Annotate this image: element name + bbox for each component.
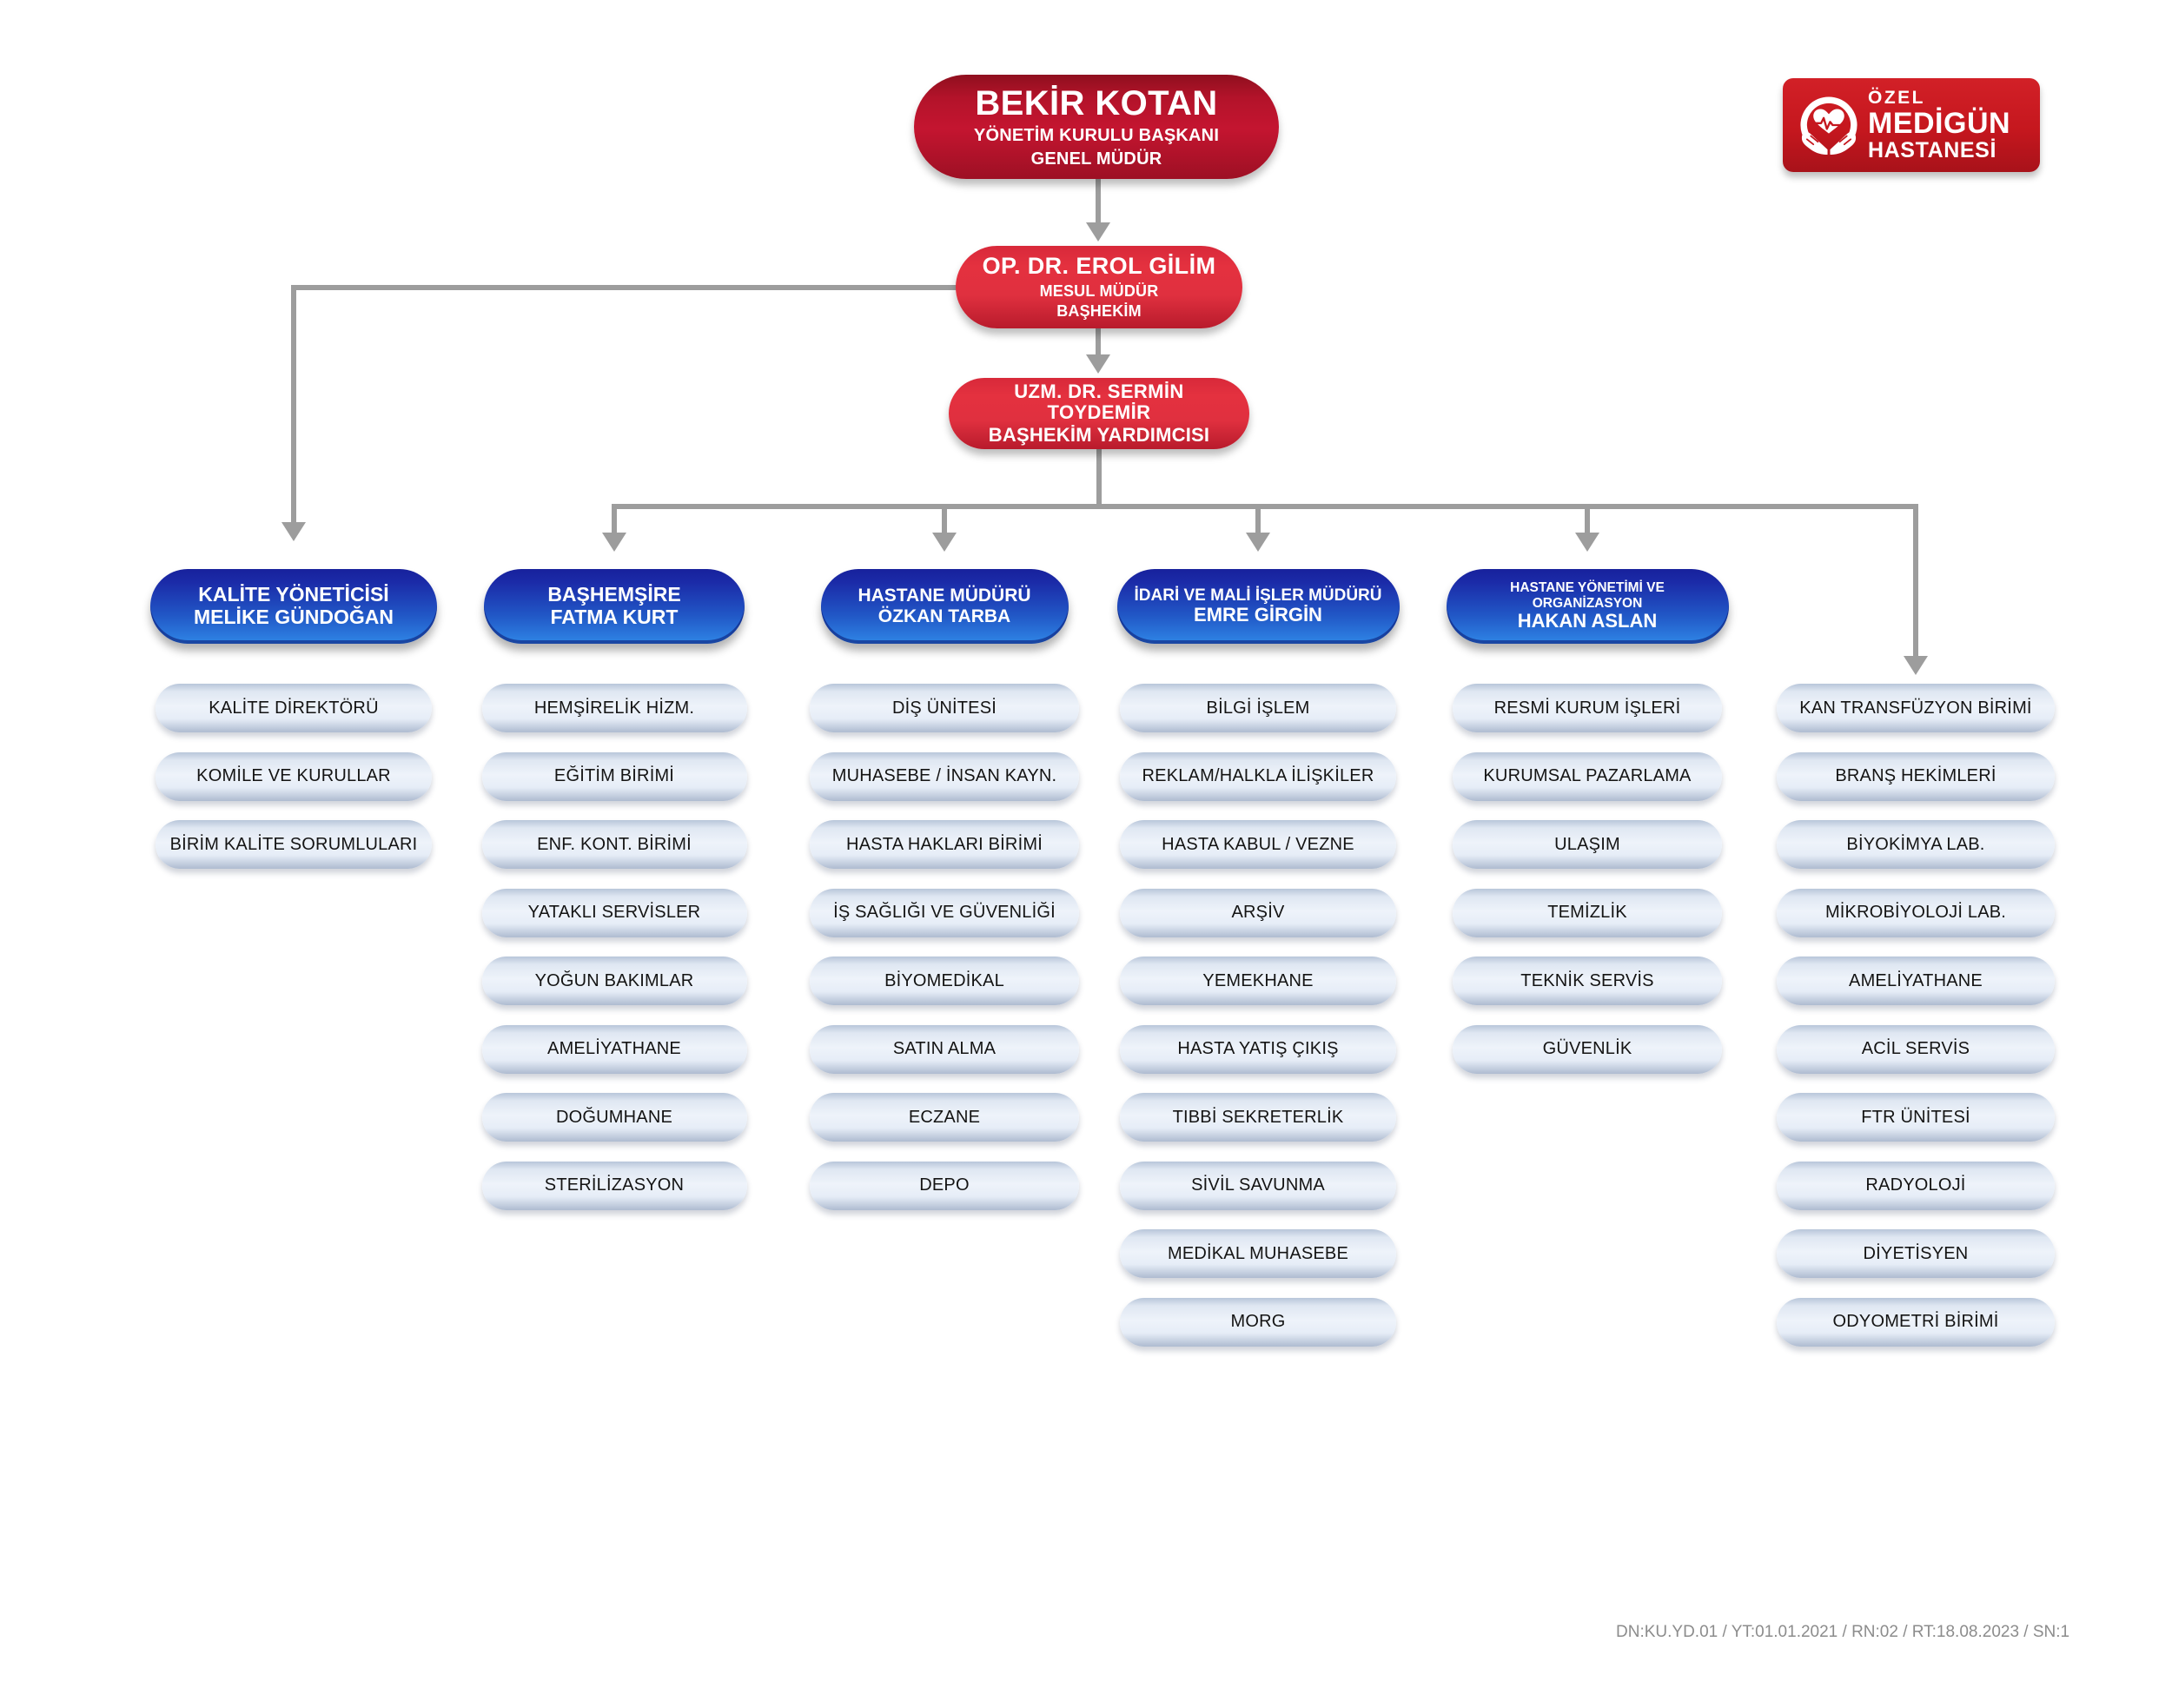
node-mesul-title-1: MESUL MÜDÜR bbox=[1039, 281, 1159, 300]
unit-pill[interactable]: ENF. KONT. BİRİMİ bbox=[481, 820, 747, 869]
unit-pill[interactable]: KALİTE DİREKTÖRÜ bbox=[156, 684, 432, 732]
arrowhead-col5 bbox=[1575, 533, 1599, 552]
unit-pill[interactable]: BİYOKİMYA LAB. bbox=[1777, 820, 2055, 869]
unit-pill[interactable]: ODYOMETRİ BİRİMİ bbox=[1777, 1297, 2055, 1347]
unit-pill[interactable]: GÜVENLİK bbox=[1453, 1024, 1722, 1074]
unit-pill[interactable]: BRANŞ HEKİMLERİ bbox=[1777, 751, 2055, 801]
unit-pill[interactable]: ARŞİV bbox=[1120, 888, 1396, 937]
unit-pill[interactable]: MEDİKAL MUHASEBE bbox=[1120, 1229, 1396, 1278]
column-head-3-person: ÖZKAN TARBA bbox=[877, 606, 1011, 626]
connector-drop-col3 bbox=[942, 504, 947, 539]
unit-pill[interactable]: YOĞUN BAKIMLAR bbox=[481, 957, 747, 1005]
node-ceo-title-1: YÖNETİM KURULU BAŞKANI bbox=[973, 125, 1220, 145]
unit-pill[interactable]: HASTA KABUL / VEZNE bbox=[1120, 820, 1396, 869]
node-yardimci-name: UZM. DR. SERMİN TOYDEMİR bbox=[1014, 381, 1184, 423]
unit-pill[interactable]: ACİL SERVİS bbox=[1777, 1024, 2055, 1074]
connector-main-bus bbox=[612, 504, 1918, 509]
node-ceo-title-2: GENEL MÜDÜR bbox=[1030, 149, 1162, 169]
column-head-1-role: KALİTE YÖNETİCİSİ bbox=[198, 583, 389, 606]
heart-in-hands-icon bbox=[1800, 96, 1857, 156]
arrowhead-col6 bbox=[1904, 656, 1928, 675]
unit-pill[interactable]: DİYETİSYEN bbox=[1777, 1229, 2055, 1278]
unit-pill[interactable]: RESMİ KURUM İŞLERİ bbox=[1453, 684, 1722, 732]
unit-pill[interactable]: RADYOLOJİ bbox=[1777, 1161, 2055, 1210]
unit-pill[interactable]: STERİLİZASYON bbox=[481, 1161, 747, 1210]
arrowhead-col2 bbox=[602, 533, 626, 552]
unit-pill[interactable]: HASTA HAKLARI BİRİMİ bbox=[810, 820, 1079, 869]
node-mesul-name: OP. DR. EROL GİLİM bbox=[982, 253, 1216, 280]
unit-pill[interactable]: BİRİM KALİTE SORUMLULARI bbox=[156, 820, 432, 869]
unit-pill[interactable]: DOĞUMHANE bbox=[481, 1093, 747, 1142]
unit-pill[interactable]: TEMİZLİK bbox=[1453, 888, 1722, 937]
connector-drop-col4 bbox=[1255, 504, 1261, 539]
unit-pill[interactable]: ULAŞIM bbox=[1453, 820, 1722, 869]
document-footer-code: DN:KU.YD.01 / YT:01.01.2021 / RN:02 / RT… bbox=[1616, 1623, 2070, 1641]
unit-pill[interactable]: İŞ SAĞLIĞI VE GÜVENLİĞİ bbox=[810, 888, 1079, 937]
connector-drop-col2 bbox=[612, 504, 617, 539]
connector-yardimci-down bbox=[1096, 449, 1102, 509]
connector-mesul-left-horizontal bbox=[291, 285, 962, 290]
unit-pill[interactable]: MUHASEBE / İNSAN KAYN. bbox=[810, 751, 1079, 801]
column-head-4-role: İDARİ VE MALİ İŞLER MÜDÜRÜ bbox=[1134, 586, 1382, 606]
column-head-3-role: HASTANE MÜDÜRÜ bbox=[858, 586, 1031, 606]
unit-pill[interactable]: TIBBİ SEKRETERLİK bbox=[1120, 1093, 1396, 1142]
logo-line-hastanesi: HASTANESİ bbox=[1868, 138, 1997, 162]
unit-pill[interactable]: AMELİYATHANE bbox=[481, 1024, 747, 1074]
column-head-4-person: EMRE GİRGİN bbox=[1194, 604, 1322, 626]
node-bashekim-yardimcisi[interactable]: UZM. DR. SERMİN TOYDEMİR BAŞHEKİM YARDIM… bbox=[949, 378, 1249, 449]
logo-line-medigun: MEDİGÜN bbox=[1868, 107, 2011, 140]
column-head-5-person: HAKAN ASLAN bbox=[1517, 610, 1658, 632]
unit-pill[interactable]: MORG bbox=[1120, 1297, 1396, 1347]
node-mesul-title-2: BAŞHEKİM bbox=[1056, 302, 1142, 321]
logo-line-ozel: ÖZEL bbox=[1868, 88, 1925, 108]
unit-pill[interactable]: DEPO bbox=[810, 1161, 1079, 1210]
arrowhead-col3 bbox=[932, 533, 957, 552]
connector-drop-col5 bbox=[1585, 504, 1590, 539]
connector-kalite-vertical bbox=[291, 285, 296, 528]
unit-pill[interactable]: KAN TRANSFÜZYON BİRİMİ bbox=[1777, 684, 2055, 732]
unit-pill[interactable]: AMELİYATHANE bbox=[1777, 957, 2055, 1005]
arrowhead-kalite bbox=[281, 522, 306, 541]
unit-pill[interactable]: SİVİL SAVUNMA bbox=[1120, 1161, 1396, 1210]
unit-pill[interactable]: BİYOMEDİKAL bbox=[810, 957, 1079, 1005]
arrowhead-mesul bbox=[1086, 222, 1110, 242]
column-head-2-role: BAŞHEMŞİRE bbox=[547, 583, 681, 606]
unit-pill[interactable]: REKLAM/HALKLA İLİŞKİLER bbox=[1120, 751, 1396, 801]
node-ceo[interactable]: BEKİR KOTAN YÖNETİM KURULU BAŞKANI GENEL… bbox=[914, 75, 1279, 179]
column-head-2-person: FATMA KURT bbox=[550, 606, 679, 628]
unit-pill[interactable]: KOMİLE VE KURULLAR bbox=[156, 751, 432, 801]
unit-pill[interactable]: FTR ÜNİTESİ bbox=[1777, 1093, 2055, 1142]
connector-ceo-to-mesul bbox=[1096, 179, 1101, 227]
unit-pill[interactable]: MİKROBİYOLOJİ LAB. bbox=[1777, 888, 2055, 937]
arrowhead-yardimci bbox=[1086, 354, 1110, 374]
unit-pill[interactable]: SATIN ALMA bbox=[810, 1024, 1079, 1074]
unit-pill[interactable]: DİŞ ÜNİTESİ bbox=[810, 684, 1079, 732]
node-ceo-name: BEKİR KOTAN bbox=[975, 83, 1218, 122]
arrowhead-col4 bbox=[1246, 533, 1270, 552]
hospital-logo: ÖZEL MEDİGÜN HASTANESİ bbox=[1783, 78, 2040, 172]
connector-mesul-to-yardimci bbox=[1096, 328, 1101, 359]
unit-pill[interactable]: BİLGİ İŞLEM bbox=[1120, 684, 1396, 732]
unit-pill[interactable]: YEMEKHANE bbox=[1120, 957, 1396, 1005]
node-mesul-mudur[interactable]: OP. DR. EROL GİLİM MESUL MÜDÜR BAŞHEKİM bbox=[956, 246, 1242, 328]
unit-pill[interactable]: TEKNİK SERVİS bbox=[1453, 957, 1722, 1005]
column-head-5-role: HASTANE YÖNETİMİ VE ORGANİZASYON bbox=[1510, 580, 1665, 611]
unit-pill[interactable]: HASTA YATIŞ ÇIKIŞ bbox=[1120, 1024, 1396, 1074]
unit-pill[interactable]: HEMŞİRELİK HİZM. bbox=[481, 684, 747, 732]
unit-pill[interactable]: YATAKLI SERVİSLER bbox=[481, 888, 747, 937]
unit-pill[interactable]: ECZANE bbox=[810, 1093, 1079, 1142]
column-head-1-person: MELİKE GÜNDOĞAN bbox=[194, 606, 394, 628]
node-yardimci-title-1: BAŞHEKİM YARDIMCISI bbox=[988, 423, 1210, 446]
unit-pill[interactable]: EĞİTİM BİRİMİ bbox=[481, 751, 747, 801]
connector-drop-col6 bbox=[1913, 504, 1918, 662]
unit-pill[interactable]: KURUMSAL PAZARLAMA bbox=[1453, 751, 1722, 801]
